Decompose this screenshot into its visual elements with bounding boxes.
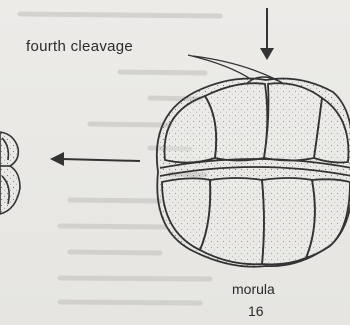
cell-lower-3 (262, 178, 315, 264)
cell-upper-1 (165, 96, 217, 163)
morula-label: morula (232, 281, 275, 297)
cell-count-label: 16 (248, 303, 264, 319)
leader-lines (188, 55, 275, 80)
cell-upper-3 (264, 83, 322, 160)
fourth-cleavage-label: fourth cleavage (26, 38, 133, 55)
left-arrow (50, 152, 140, 166)
cell-lower-2 (200, 178, 264, 264)
partial-embryo-left (0, 132, 20, 214)
top-arrow (260, 8, 274, 60)
morula-embryo (157, 77, 350, 267)
